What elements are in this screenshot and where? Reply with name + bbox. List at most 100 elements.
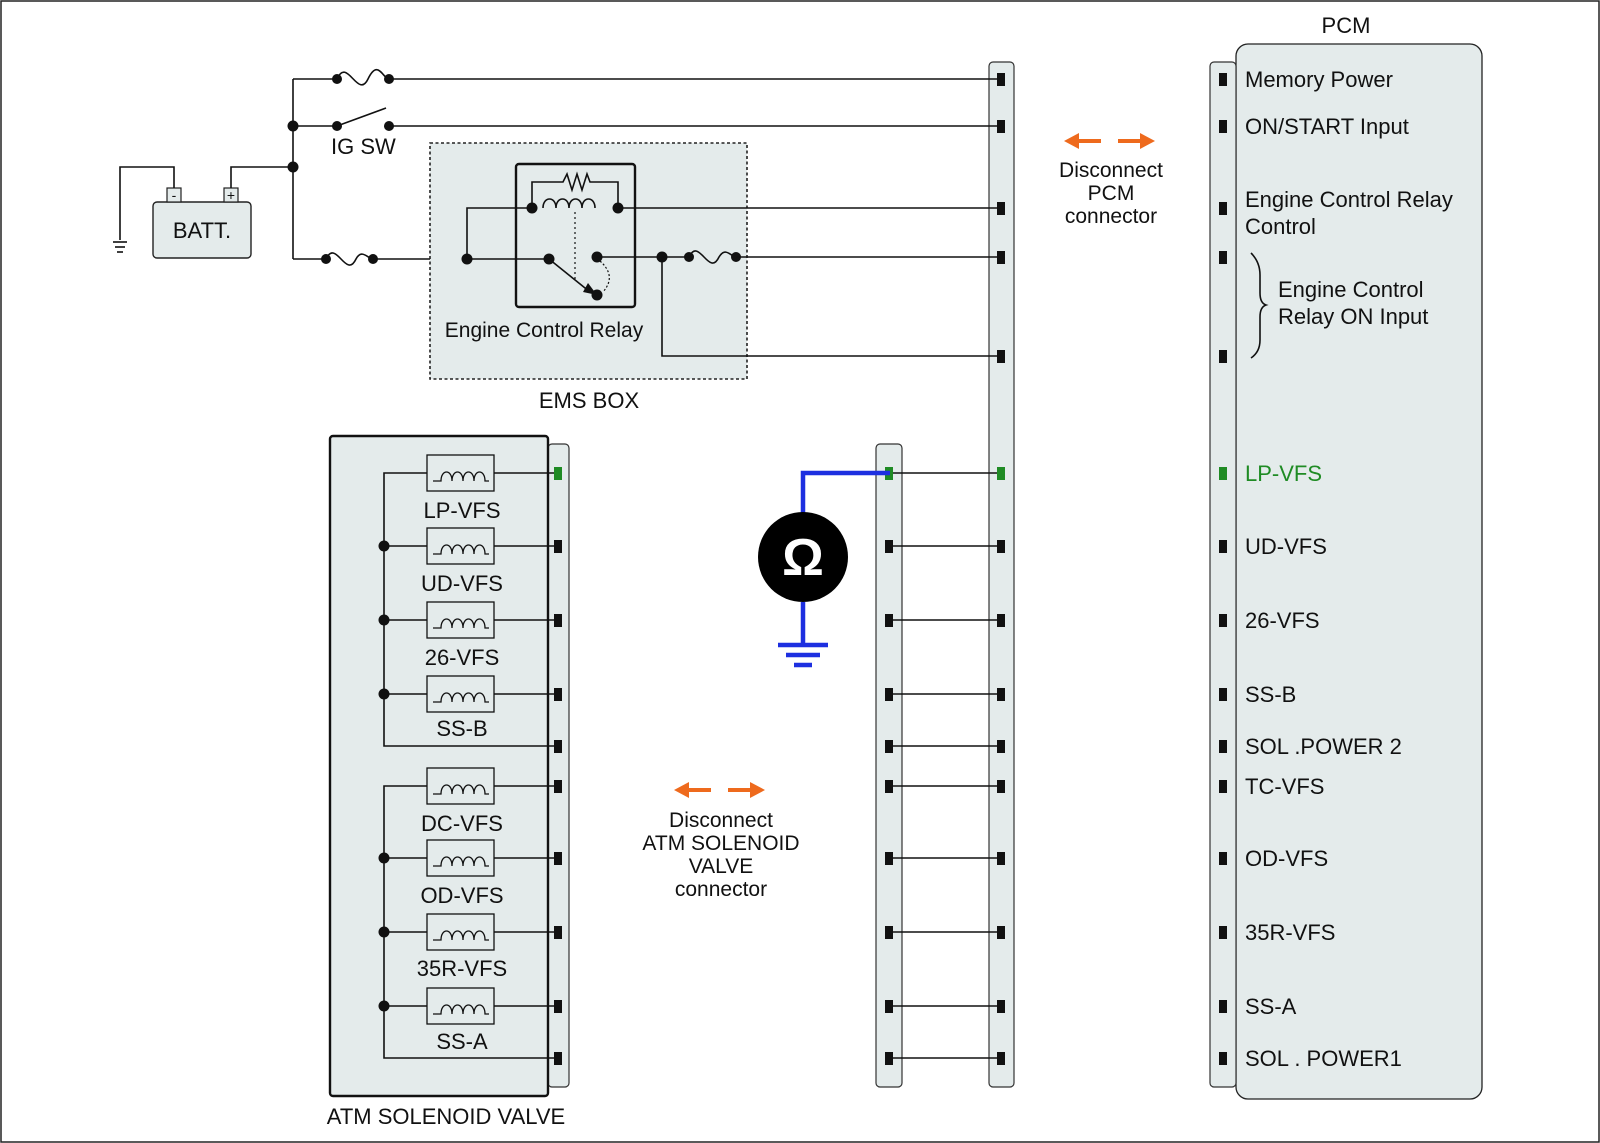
harness-pin bbox=[997, 688, 1005, 701]
pcm-pin bbox=[1219, 852, 1227, 865]
solenoid-coil-label: LP-VFS bbox=[423, 498, 500, 523]
solenoid-pin bbox=[554, 780, 562, 793]
ignition-switch-icon bbox=[332, 107, 394, 131]
pcm-pin bbox=[1219, 614, 1227, 627]
harness-pin bbox=[885, 852, 893, 865]
battery bbox=[152, 201, 252, 259]
pcm-pin bbox=[1219, 467, 1227, 480]
fuse-relay-output-icon bbox=[684, 250, 741, 264]
harness-pin bbox=[997, 852, 1005, 865]
pcm-pin-label: Engine Control Relay bbox=[1245, 187, 1453, 212]
pcm-pin-label: Memory Power bbox=[1245, 67, 1393, 92]
ohmmeter-probe-lead bbox=[800, 470, 890, 514]
solenoid-pin bbox=[554, 688, 562, 701]
engine-control-relay-label: Engine Control Relay bbox=[445, 319, 644, 342]
solenoid-coil-label: SS-A bbox=[436, 1029, 488, 1054]
atm-solenoid-valve: ATM SOLENOID VALVE LP-VFS UD-VFS 26-VFS SS-… bbox=[327, 434, 570, 1129]
pcm-pin-label: SS-B bbox=[1245, 682, 1296, 707]
pcm-pin-label-line-2: Relay ON Input bbox=[1278, 304, 1428, 329]
solenoid-common-bus bbox=[383, 785, 554, 1059]
ems-box-title: EMS BOX bbox=[539, 388, 640, 413]
harness-pin bbox=[997, 73, 1005, 86]
solenoid-pin bbox=[554, 467, 562, 480]
pcm-pin bbox=[1219, 1000, 1227, 1013]
power-supply: BATT. - + IG SW bbox=[113, 68, 999, 266]
battery-plus-symbol: + bbox=[227, 187, 235, 203]
relay-on-brace bbox=[1250, 252, 1269, 359]
relay-contact-icon bbox=[543, 251, 610, 301]
ignition-switch-label: IG SW bbox=[331, 134, 396, 159]
solenoid-valve-title: ATM SOLENOID VALVE bbox=[327, 1104, 565, 1129]
battery-label: BATT. bbox=[173, 218, 231, 243]
fuse-main-icon bbox=[321, 252, 378, 266]
harness-pin bbox=[997, 202, 1005, 215]
left-arrow-icon bbox=[674, 782, 711, 798]
pcm-pin bbox=[1219, 688, 1227, 701]
atm-disconnect-note: Disconnect ATM SOLENOID VALVE connector bbox=[642, 782, 800, 901]
ohmmeter-icon[interactable] bbox=[758, 512, 848, 602]
pcm-harness-connector bbox=[988, 61, 1015, 1088]
left-arrow-icon bbox=[1064, 133, 1101, 149]
ground-icon bbox=[113, 241, 127, 253]
battery-minus-symbol: - bbox=[172, 187, 177, 203]
ground-icon bbox=[778, 642, 828, 668]
ohmmeter[interactable]: Ω bbox=[758, 470, 890, 668]
pcm-title: PCM bbox=[1322, 13, 1371, 38]
fuse-memory-icon bbox=[332, 68, 394, 86]
solenoid-coil-label: 35R-VFS bbox=[417, 956, 507, 981]
pcm-disconnect-line-3: connector bbox=[1065, 205, 1157, 228]
pcm-pin-label: SOL . POWER1 bbox=[1245, 1046, 1402, 1071]
solenoid-coil-label: UD-VFS bbox=[421, 571, 503, 596]
harness-pin bbox=[885, 740, 893, 753]
harness-pin bbox=[997, 251, 1005, 264]
solenoid-pin bbox=[554, 1000, 562, 1013]
harness-pin bbox=[885, 540, 893, 553]
engine-control-relay bbox=[514, 162, 637, 309]
harness-pin bbox=[997, 780, 1005, 793]
pcm-pin-label-line-2: Control bbox=[1245, 214, 1316, 239]
pcm-pin-label: UD-VFS bbox=[1245, 534, 1327, 559]
harness-pin bbox=[997, 740, 1005, 753]
solenoid-pin bbox=[554, 926, 562, 939]
harness-pin bbox=[997, 614, 1005, 627]
pcm-pin bbox=[1219, 120, 1227, 133]
solenoid-harness-connector bbox=[875, 443, 903, 1088]
pcm-pin-label: 26-VFS bbox=[1245, 608, 1320, 633]
solenoid-coil-label: SS-B bbox=[436, 716, 487, 741]
pcm-pin bbox=[1219, 251, 1227, 264]
pcm-pin bbox=[1219, 202, 1227, 215]
atm-disconnect-line-2: ATM SOLENOID bbox=[642, 832, 799, 855]
pcm-pin-label: TC-VFS bbox=[1245, 774, 1324, 799]
atm-disconnect-line-3: VALVE bbox=[689, 855, 754, 878]
solenoid-pin bbox=[554, 852, 562, 865]
pcm-pin-label: 35R-VFS bbox=[1245, 920, 1335, 945]
solenoid-pin bbox=[554, 1052, 562, 1065]
harness-pin bbox=[885, 1052, 893, 1065]
harness-wire-group bbox=[885, 73, 1005, 1065]
pcm-pin bbox=[1219, 1052, 1227, 1065]
solenoid-coil-label: DC-VFS bbox=[421, 811, 503, 836]
pcm-pin bbox=[1219, 926, 1227, 939]
pcm-pin-label: SOL .POWER 2 bbox=[1245, 734, 1402, 759]
pcm-connector-strip bbox=[1209, 61, 1237, 1088]
harness-pin bbox=[997, 540, 1005, 553]
ems-box: EMS BOX Engine Control Relay bbox=[429, 142, 999, 413]
pcm-pin bbox=[1219, 540, 1227, 553]
pcm-pin bbox=[1219, 73, 1227, 86]
atm-disconnect-line-4: connector bbox=[675, 878, 767, 901]
harness-pin bbox=[997, 1052, 1005, 1065]
right-arrow-icon bbox=[1118, 133, 1155, 149]
pcm-disconnect-line-2: PCM bbox=[1088, 182, 1135, 205]
pcm-pin bbox=[1219, 740, 1227, 753]
pcm-pin-label: Engine Control bbox=[1278, 277, 1424, 302]
harness-pin bbox=[997, 467, 1005, 480]
solenoid-coil-label: 26-VFS bbox=[425, 645, 500, 670]
pcm-pin-label: SS-A bbox=[1245, 994, 1297, 1019]
solenoid-common-bus bbox=[383, 472, 554, 747]
pcm-pin-label: ON/START Input bbox=[1245, 114, 1409, 139]
harness-pin bbox=[885, 780, 893, 793]
pcm-pin bbox=[1219, 350, 1227, 363]
